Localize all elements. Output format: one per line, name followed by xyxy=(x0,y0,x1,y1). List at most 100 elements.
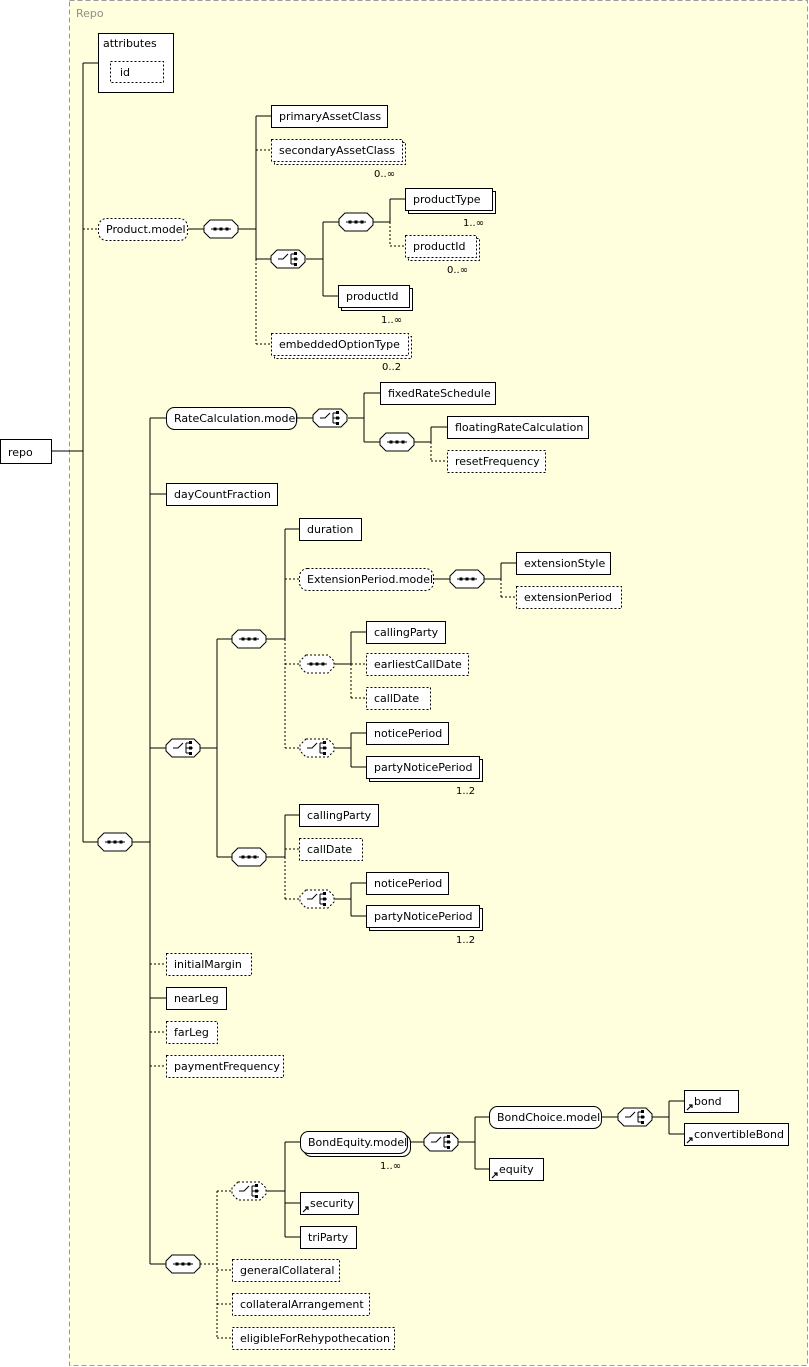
choice-compositor-icon[interactable] xyxy=(617,1107,653,1127)
element-productId1[interactable]: productId xyxy=(405,235,480,261)
element-extensionStyle[interactable]: extensionStyle xyxy=(516,552,611,575)
element-triParty[interactable]: triParty xyxy=(300,1226,357,1249)
collateralArrangement-label: collateralArrangement xyxy=(240,1298,364,1311)
element-secondaryAssetClass[interactable]: secondaryAssetClass xyxy=(271,139,406,165)
dayCountFraction-label: dayCountFraction xyxy=(174,488,271,501)
floatingRateCalculation-label: floatingRateCalculation xyxy=(455,421,583,434)
element-partyNoticePeriod2[interactable]: partyNoticePeriod xyxy=(366,905,483,931)
cardinality-bondEquityModel: 1..∞ xyxy=(380,1161,401,1172)
element-bond[interactable]: bond xyxy=(684,1090,739,1113)
bondEquityModel-label: BondEquity.model xyxy=(308,1136,407,1149)
element-extensionPeriodModel[interactable]: ExtensionPeriod.model xyxy=(299,568,434,591)
element-primaryAssetClass[interactable]: primaryAssetClass xyxy=(271,105,388,128)
callingParty1-label: callingParty xyxy=(374,626,439,639)
element-embeddedOptionType[interactable]: embeddedOptionType xyxy=(271,333,412,359)
sequence-compositor-icon[interactable] xyxy=(165,1254,201,1274)
element-bondChoiceModel[interactable]: BondChoice.model xyxy=(489,1106,602,1129)
attributes-label: attributes xyxy=(103,37,157,50)
nearLeg-label: nearLeg xyxy=(174,992,219,1005)
element-floatingRateCalculation[interactable]: floatingRateCalculation xyxy=(447,416,589,439)
noticePeriod2-label: noticePeriod xyxy=(374,877,442,890)
element-productType[interactable]: productType xyxy=(405,188,496,214)
element-callingParty2[interactable]: callingParty xyxy=(299,804,379,827)
productModel-label: Product.model xyxy=(106,223,186,236)
earliestCallDate-label: earliestCallDate xyxy=(374,658,462,671)
element-earliestCallDate[interactable]: earliestCallDate xyxy=(366,653,469,676)
sequence-compositor-icon[interactable] xyxy=(379,432,415,452)
partyNoticePeriod2-label: partyNoticePeriod xyxy=(374,910,473,923)
element-duration[interactable]: duration xyxy=(299,518,362,541)
noticePeriod1-label: noticePeriod xyxy=(374,727,442,740)
choice-compositor-icon[interactable] xyxy=(423,1132,459,1152)
element-bondEquityModel[interactable]: BondEquity.model xyxy=(300,1131,411,1157)
callDate1-label: callDate xyxy=(374,692,419,705)
cardinality-partyNoticePeriod2: 1..2 xyxy=(456,935,475,946)
sequence-compositor-icon[interactable] xyxy=(449,569,485,589)
choice-compositor-icon[interactable] xyxy=(231,1181,267,1201)
primaryAssetClass-label: primaryAssetClass xyxy=(279,110,381,123)
choice-compositor-icon[interactable] xyxy=(299,889,335,909)
element-noticePeriod1[interactable]: noticePeriod xyxy=(366,722,449,745)
element-fixedRateSchedule[interactable]: fixedRateSchedule xyxy=(380,382,496,405)
element-productId2[interactable]: productId xyxy=(338,285,413,311)
element-collateralArrangement[interactable]: collateralArrangement xyxy=(232,1293,370,1316)
element-paymentFrequency[interactable]: paymentFrequency xyxy=(166,1055,284,1078)
attribute-id-label: id xyxy=(120,66,130,79)
compositors-layer xyxy=(97,212,653,1274)
callDate2-label: callDate xyxy=(307,843,352,856)
reference-arrow-icon xyxy=(302,1206,309,1213)
attributes-block: attributes id xyxy=(98,33,174,93)
secondaryAssetClass-label: secondaryAssetClass xyxy=(279,144,395,157)
rateCalculationModel-label: RateCalculation.model xyxy=(174,412,298,425)
cardinality-embeddedOptionType: 0..2 xyxy=(382,362,401,373)
paymentFrequency-label: paymentFrequency xyxy=(174,1060,280,1073)
callingParty2-label: callingParty xyxy=(307,809,372,822)
resetFrequency-label: resetFrequency xyxy=(455,455,540,468)
sequence-compositor-icon[interactable] xyxy=(231,629,267,649)
eligibleForRehypothecation-label: eligibleForRehypothecation xyxy=(240,1332,390,1345)
element-convertibleBond[interactable]: convertibleBond xyxy=(684,1123,789,1146)
element-productModel[interactable]: Product.model xyxy=(98,218,188,241)
element-noticePeriod2[interactable]: noticePeriod xyxy=(366,872,449,895)
cardinality-layer: 0..∞1..∞0..∞1..∞0..21..21..21..∞ xyxy=(374,169,484,1172)
root-label: repo xyxy=(8,446,33,459)
sequence-compositor-icon[interactable] xyxy=(299,654,335,674)
element-callDate1[interactable]: callDate xyxy=(366,687,431,710)
sequence-compositor-icon[interactable] xyxy=(97,832,133,852)
element-dayCountFraction[interactable]: dayCountFraction xyxy=(166,483,278,506)
connectors-dashed xyxy=(83,149,516,1339)
element-security[interactable]: security xyxy=(300,1192,359,1215)
cardinality-productId1: 0..∞ xyxy=(447,265,468,276)
element-nearLeg[interactable]: nearLeg xyxy=(166,987,227,1010)
attribute-id-box[interactable] xyxy=(110,61,164,83)
sequence-compositor-icon[interactable] xyxy=(338,212,374,232)
extensionStyle-label: extensionStyle xyxy=(524,557,605,570)
choice-compositor-icon[interactable] xyxy=(270,249,306,269)
productId2-label: productId xyxy=(346,290,399,303)
element-eligibleForRehypothecation[interactable]: eligibleForRehypothecation xyxy=(232,1327,395,1350)
element-generalCollateral[interactable]: generalCollateral xyxy=(232,1259,340,1282)
choice-compositor-icon[interactable] xyxy=(299,738,335,758)
root-element[interactable]: repo xyxy=(0,439,52,464)
element-extensionPeriod[interactable]: extensionPeriod xyxy=(516,586,622,609)
choice-compositor-icon[interactable] xyxy=(312,408,348,428)
element-callingParty1[interactable]: callingParty xyxy=(366,621,446,644)
generalCollateral-label: generalCollateral xyxy=(240,1264,334,1277)
connectors-solid xyxy=(52,62,684,1265)
element-initialMargin[interactable]: initialMargin xyxy=(166,953,252,976)
element-equity[interactable]: equity xyxy=(489,1158,544,1181)
sequence-compositor-icon[interactable] xyxy=(203,219,239,239)
sequence-compositor-icon[interactable] xyxy=(231,847,267,867)
element-farLeg[interactable]: farLeg xyxy=(166,1021,218,1044)
bondChoiceModel-label: BondChoice.model xyxy=(497,1111,600,1124)
element-partyNoticePeriod1[interactable]: partyNoticePeriod xyxy=(366,756,483,782)
cardinality-partyNoticePeriod1: 1..2 xyxy=(456,786,475,797)
productType-label: productType xyxy=(413,193,481,206)
cardinality-secondaryAssetClass: 0..∞ xyxy=(374,169,395,180)
element-resetFrequency[interactable]: resetFrequency xyxy=(447,450,546,473)
element-callDate2[interactable]: callDate xyxy=(299,838,363,861)
extensionPeriod-label: extensionPeriod xyxy=(524,591,612,604)
choice-compositor-icon[interactable] xyxy=(165,738,201,758)
partyNoticePeriod1-label: partyNoticePeriod xyxy=(374,761,473,774)
element-rateCalculationModel[interactable]: RateCalculation.model xyxy=(166,407,299,430)
